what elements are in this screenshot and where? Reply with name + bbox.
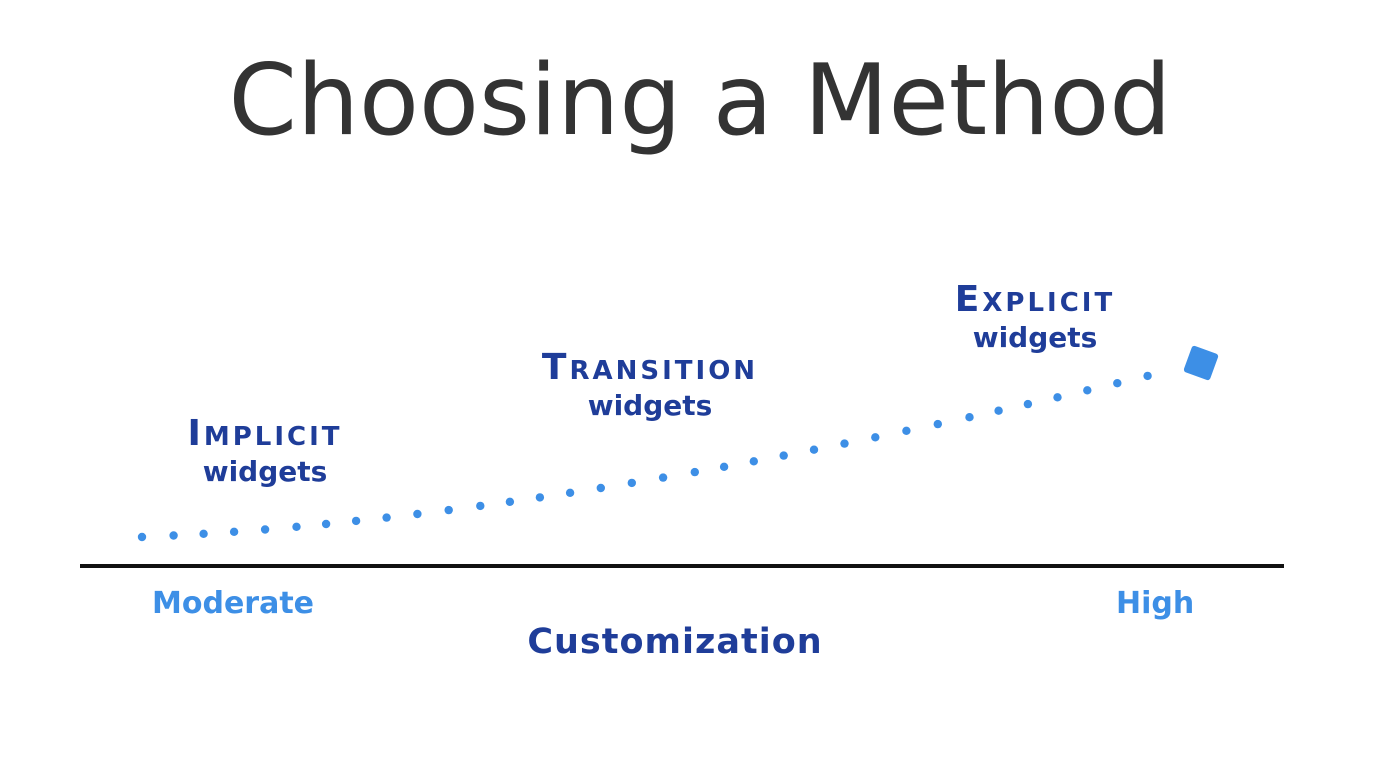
trend-dot <box>871 433 880 442</box>
trend-dot <box>933 419 942 429</box>
stage-transition: TRANSITION widgets <box>510 346 790 423</box>
trend-dot <box>137 532 147 542</box>
trend-dot <box>1083 386 1092 395</box>
trend-dot <box>169 531 178 540</box>
stage-explicit-rest: XPLICIT <box>982 288 1116 318</box>
trend-dot <box>565 488 575 497</box>
trend-dot <box>444 505 453 515</box>
trend-dot <box>902 426 911 435</box>
trend-dot <box>965 413 974 422</box>
trend-dot <box>382 513 391 522</box>
trend-dot <box>321 519 331 529</box>
trend-dot <box>476 501 485 511</box>
trend-dot <box>413 509 422 519</box>
stage-explicit-sub: widgets <box>972 321 1098 355</box>
trend-dot <box>199 529 208 538</box>
trend-dot <box>1143 371 1152 381</box>
trend-dot <box>535 493 545 502</box>
trend-dot <box>627 478 636 488</box>
axis-high-label: High <box>1116 586 1195 621</box>
trend-dot <box>596 483 605 493</box>
stage-implicit-rest: MPLICIT <box>203 422 343 452</box>
stage-transition-initial: T <box>541 347 570 388</box>
stage-explicit-initial: E <box>954 279 983 320</box>
trend-dot <box>229 527 239 536</box>
trend-dot <box>994 406 1003 415</box>
trend-dot <box>351 516 361 526</box>
trend-dot <box>505 497 515 506</box>
trend-dot <box>1113 379 1122 388</box>
stage-implicit-sub: widgets <box>202 455 328 489</box>
slide-title: Choosing a Method <box>228 44 1172 158</box>
trend-dot <box>292 522 301 531</box>
stage-explicit: EXPLICIT widgets <box>925 278 1145 355</box>
trend-dot <box>719 462 729 471</box>
axis-title: Customization <box>527 622 823 662</box>
trend-dot <box>1023 399 1033 409</box>
dotted-trend-line <box>137 371 1152 542</box>
trend-dot <box>809 445 819 454</box>
stage-implicit-initial: I <box>187 413 204 454</box>
axis-low-label: Moderate <box>152 586 315 621</box>
trend-dot <box>690 467 699 477</box>
trend-dot <box>658 473 668 482</box>
stage-implicit: IMPLICIT widgets <box>160 412 370 489</box>
trend-dot <box>1053 393 1062 402</box>
trend-dot <box>840 439 849 448</box>
trend-dot <box>779 451 788 460</box>
stage-transition-rest: RANSITION <box>569 356 759 386</box>
trend-dot <box>260 525 270 534</box>
end-marker <box>1183 345 1219 381</box>
stage-transition-sub: widgets <box>587 389 713 423</box>
trend-dot <box>749 457 758 466</box>
